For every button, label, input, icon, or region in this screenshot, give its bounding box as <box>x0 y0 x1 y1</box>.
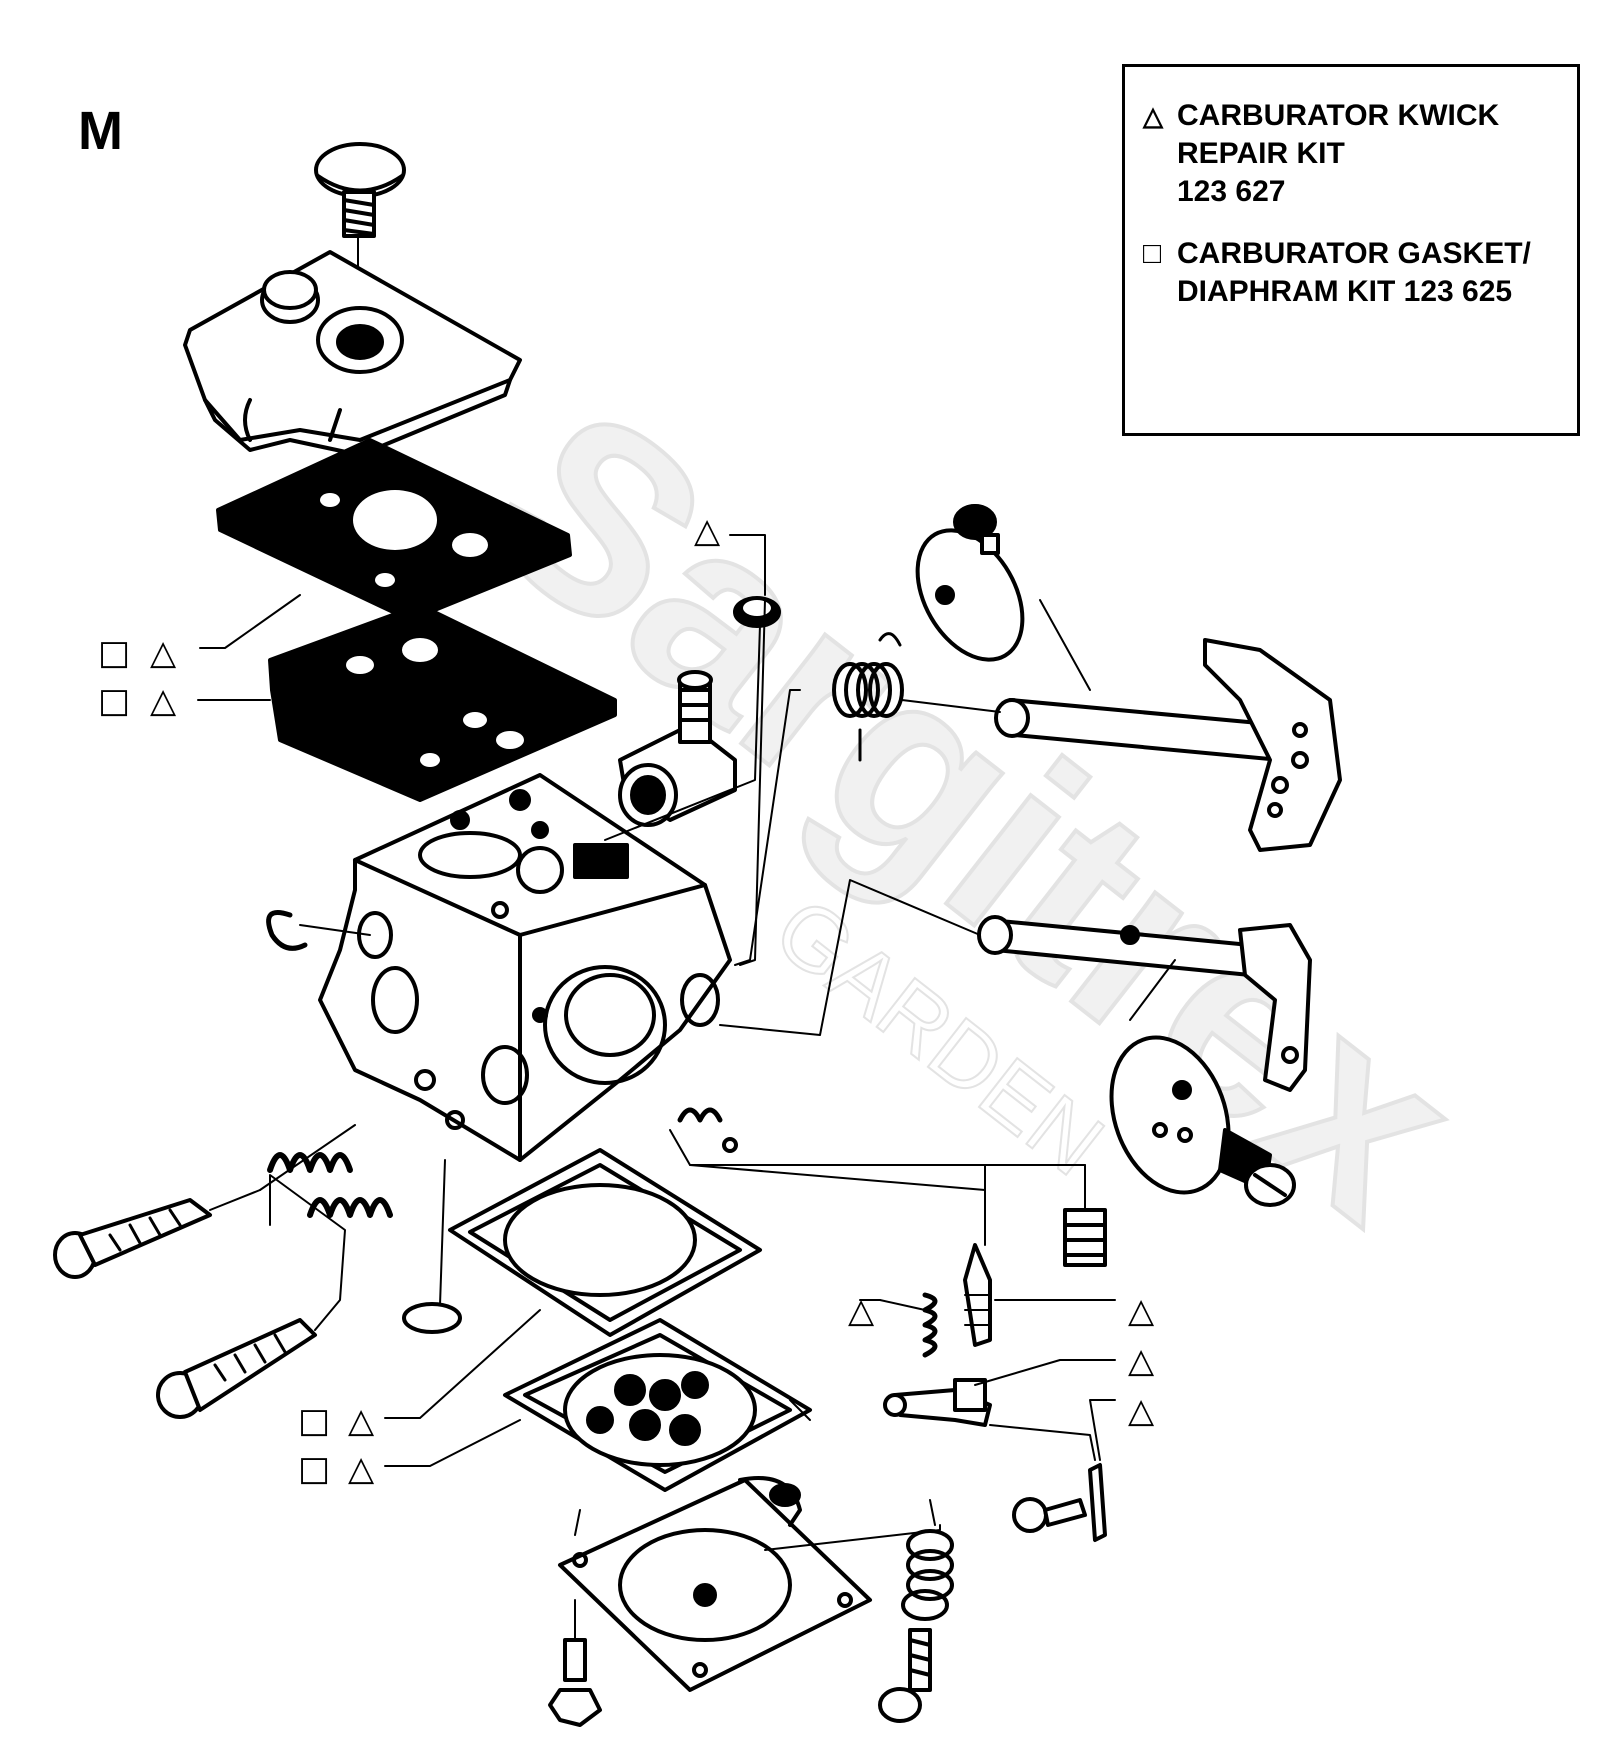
idle-spring <box>267 1152 353 1173</box>
high-speed-spring <box>307 1197 393 1218</box>
triangle-marker: △ <box>150 681 177 721</box>
legend-kwick-line-3: 123 627 <box>1177 175 1286 208</box>
welch-plug <box>402 1159 462 1334</box>
carburetor-body <box>318 773 732 1162</box>
choke-spring <box>832 632 1001 762</box>
square-marker: □ <box>298 1449 330 1489</box>
triangle-marker: △ <box>1128 1291 1155 1331</box>
small-screw-top <box>953 504 1000 555</box>
lower-gasket <box>268 603 617 802</box>
throttle-plate-screw <box>1218 1128 1296 1207</box>
lever-pin <box>1088 1463 1107 1542</box>
triangle-marker: △ <box>848 1291 875 1331</box>
legend-kwick-line-2: REPAIR KIT <box>1177 137 1345 170</box>
square-marker: □ <box>98 633 130 673</box>
metering-gasket <box>448 1148 762 1337</box>
square-icon: □ <box>1143 237 1162 270</box>
cover-screw <box>548 1599 602 1727</box>
leader-lines <box>197 534 1116 1551</box>
fuel-inlet-fitting <box>618 670 737 827</box>
lever-screw <box>1012 1497 1087 1533</box>
triangle-marker: △ <box>150 633 177 673</box>
page-letter: M <box>78 101 123 161</box>
inlet-lever <box>883 1378 992 1427</box>
square-marker: □ <box>98 681 130 721</box>
metering-cover <box>558 1476 872 1692</box>
legend-box: △ CARBURATOR KWICK REPAIR KIT 123 627 □ … <box>1122 64 1580 436</box>
inlet-needle <box>963 1164 992 1347</box>
markers: □ △ □ △ △ △ △ △ △ □ △ □ △ <box>98 511 1155 1489</box>
needle-spring <box>922 1292 938 1358</box>
throttle-shaft <box>977 915 1312 1092</box>
idle-needle <box>53 1124 356 1279</box>
triangle-icon: △ <box>1143 101 1163 131</box>
fuel-pump-check <box>1063 1164 1107 1267</box>
legend-kwick-kit: △ CARBURATOR KWICK REPAIR KIT 123 627 <box>1143 97 1559 211</box>
cover-spring <box>878 1529 954 1723</box>
triangle-marker: △ <box>694 511 721 551</box>
inlet-small-spring <box>677 1107 738 1153</box>
inlet-screen <box>733 596 781 628</box>
legend-gasket-line-1: CARBURATOR GASKET/ <box>1177 237 1531 270</box>
triangle-marker: △ <box>348 1401 375 1441</box>
throttle-plate-bottom <box>1109 959 1231 1195</box>
square-marker: □ <box>298 1401 330 1441</box>
top-cover <box>183 250 522 457</box>
top-screw <box>314 142 406 301</box>
triangle-marker: △ <box>1128 1341 1155 1381</box>
metering-diaphragm <box>503 1318 812 1492</box>
choke-shaft <box>994 638 1342 852</box>
triangle-marker: △ <box>1128 1391 1155 1431</box>
legend-gasket-line-2: DIAPHRAM KIT 123 625 <box>1177 275 1513 308</box>
triangle-marker: △ <box>348 1449 375 1489</box>
legend-kwick-line-1: CARBURATOR KWICK <box>1177 99 1500 132</box>
e-clip <box>266 910 371 951</box>
legend-gasket-kit: □ CARBURATOR GASKET/ DIAPHRAM KIT 123 62… <box>1143 235 1559 311</box>
high-speed-needle <box>156 1174 346 1419</box>
upper-gasket <box>216 438 572 622</box>
